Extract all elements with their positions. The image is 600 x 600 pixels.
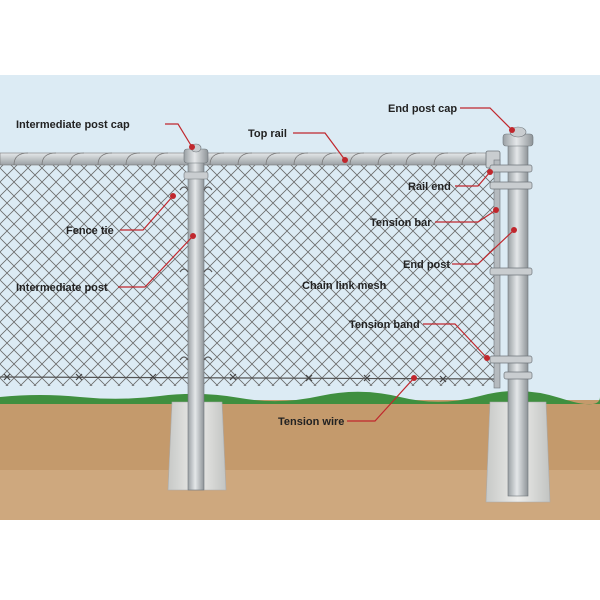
end-post bbox=[507, 139, 529, 497]
label-rail-end: Rail end bbox=[408, 181, 451, 193]
label-fence-tie: Fence tie bbox=[66, 225, 114, 237]
intermediate-post bbox=[187, 159, 205, 491]
fence-tie bbox=[179, 186, 213, 361]
label-intermediate-post-cap: Intermediate post cap bbox=[16, 119, 130, 131]
label-tension-bar: Tension bar bbox=[370, 217, 432, 229]
label-chain-link-mesh: Chain link mesh bbox=[302, 280, 387, 292]
intermediate-post-cap bbox=[183, 143, 209, 164]
label-tension-band: Tension band bbox=[349, 319, 420, 331]
tension-band bbox=[489, 164, 533, 380]
top-rail bbox=[0, 152, 491, 166]
label-intermediate-post: Intermediate post bbox=[16, 282, 108, 294]
leader-dots bbox=[170, 127, 517, 381]
tension-wire-ties bbox=[3, 373, 447, 383]
mesh-top-loops bbox=[13, 152, 477, 166]
label-end-post: End post bbox=[403, 259, 450, 271]
chain-link-mesh bbox=[0, 162, 496, 386]
intermediate-post-collar bbox=[183, 171, 209, 180]
label-tension-wire: Tension wire bbox=[278, 416, 344, 428]
grass-strip bbox=[0, 390, 600, 405]
label-top-rail: Top rail bbox=[248, 128, 287, 140]
label-end-post-cap: End post cap bbox=[388, 103, 457, 115]
end-post-cap bbox=[502, 126, 534, 147]
leader-lines bbox=[118, 107, 515, 422]
